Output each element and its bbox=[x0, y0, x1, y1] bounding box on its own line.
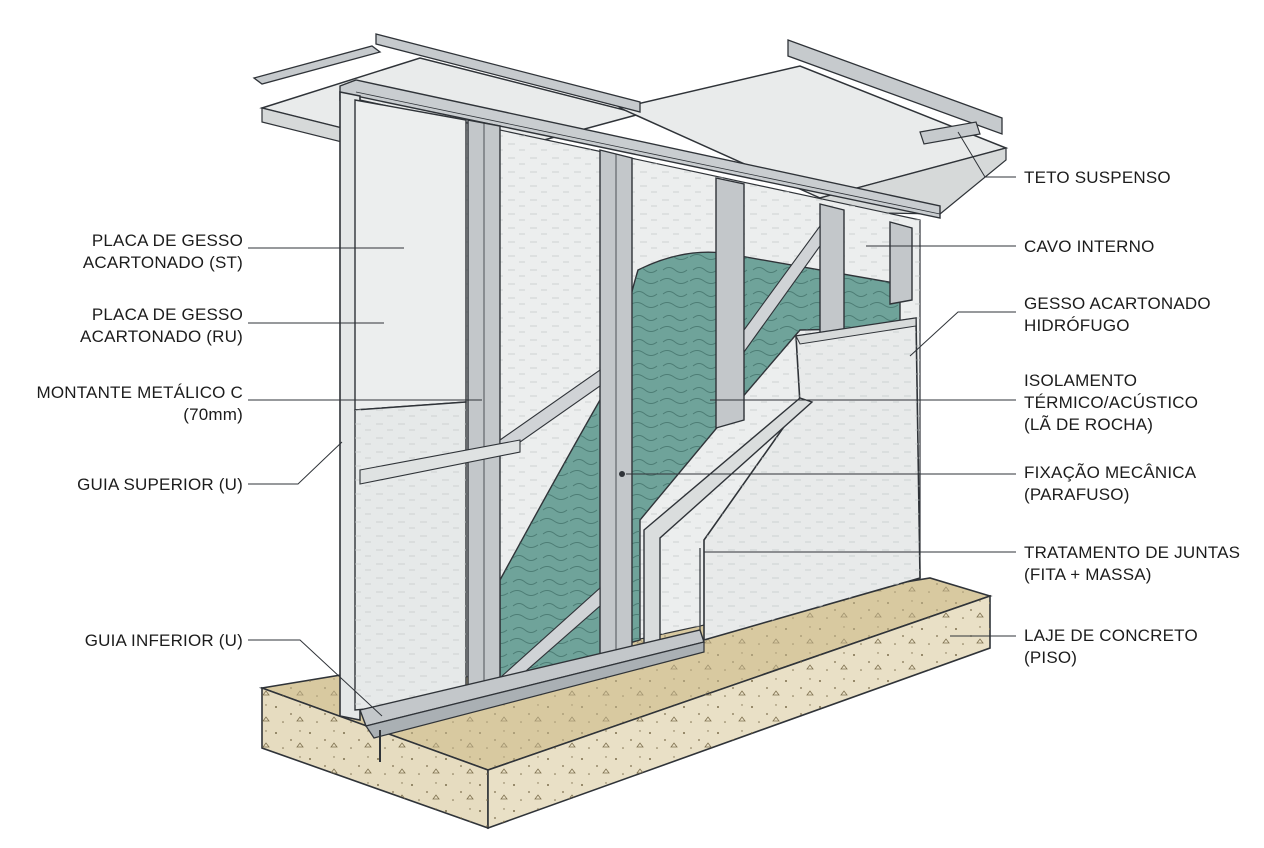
label-montante: MONTANTE METÁLICO C(70mm) bbox=[36, 383, 243, 424]
label-fixacao: FIXAÇÃO MECÂNICA(PARAFUSO) bbox=[1024, 463, 1197, 504]
label-teto-suspenso: TETO SUSPENSO bbox=[1024, 168, 1171, 187]
metal-studs bbox=[467, 119, 913, 707]
ceiling-rail-left bbox=[252, 45, 382, 85]
screw-mark bbox=[619, 471, 625, 477]
slab-top-texture bbox=[262, 578, 990, 770]
stud-5 bbox=[889, 221, 913, 305]
label-guia-superior: GUIA SUPERIOR (U) bbox=[77, 475, 243, 494]
label-laje: LAJE DE CONCRETO(PISO) bbox=[1024, 626, 1198, 667]
leader-lines bbox=[248, 131, 1016, 717]
brace-3 bbox=[743, 224, 821, 354]
ceiling-rail-right bbox=[787, 39, 1003, 135]
label-tratamento: TRATAMENTO DE JUNTAS(FITA + MASSA) bbox=[1024, 543, 1241, 584]
stud-4 bbox=[819, 203, 845, 341]
concrete-slab bbox=[258, 577, 993, 830]
label-cavo-interno: CAVO INTERNO bbox=[1024, 237, 1155, 256]
stud-3 bbox=[715, 177, 745, 429]
bottom-track bbox=[359, 629, 705, 762]
ceiling-rail-top bbox=[375, 33, 641, 113]
front-board-st bbox=[339, 91, 521, 721]
label-guia-inferior: GUIA INFERIOR (U) bbox=[84, 631, 243, 650]
